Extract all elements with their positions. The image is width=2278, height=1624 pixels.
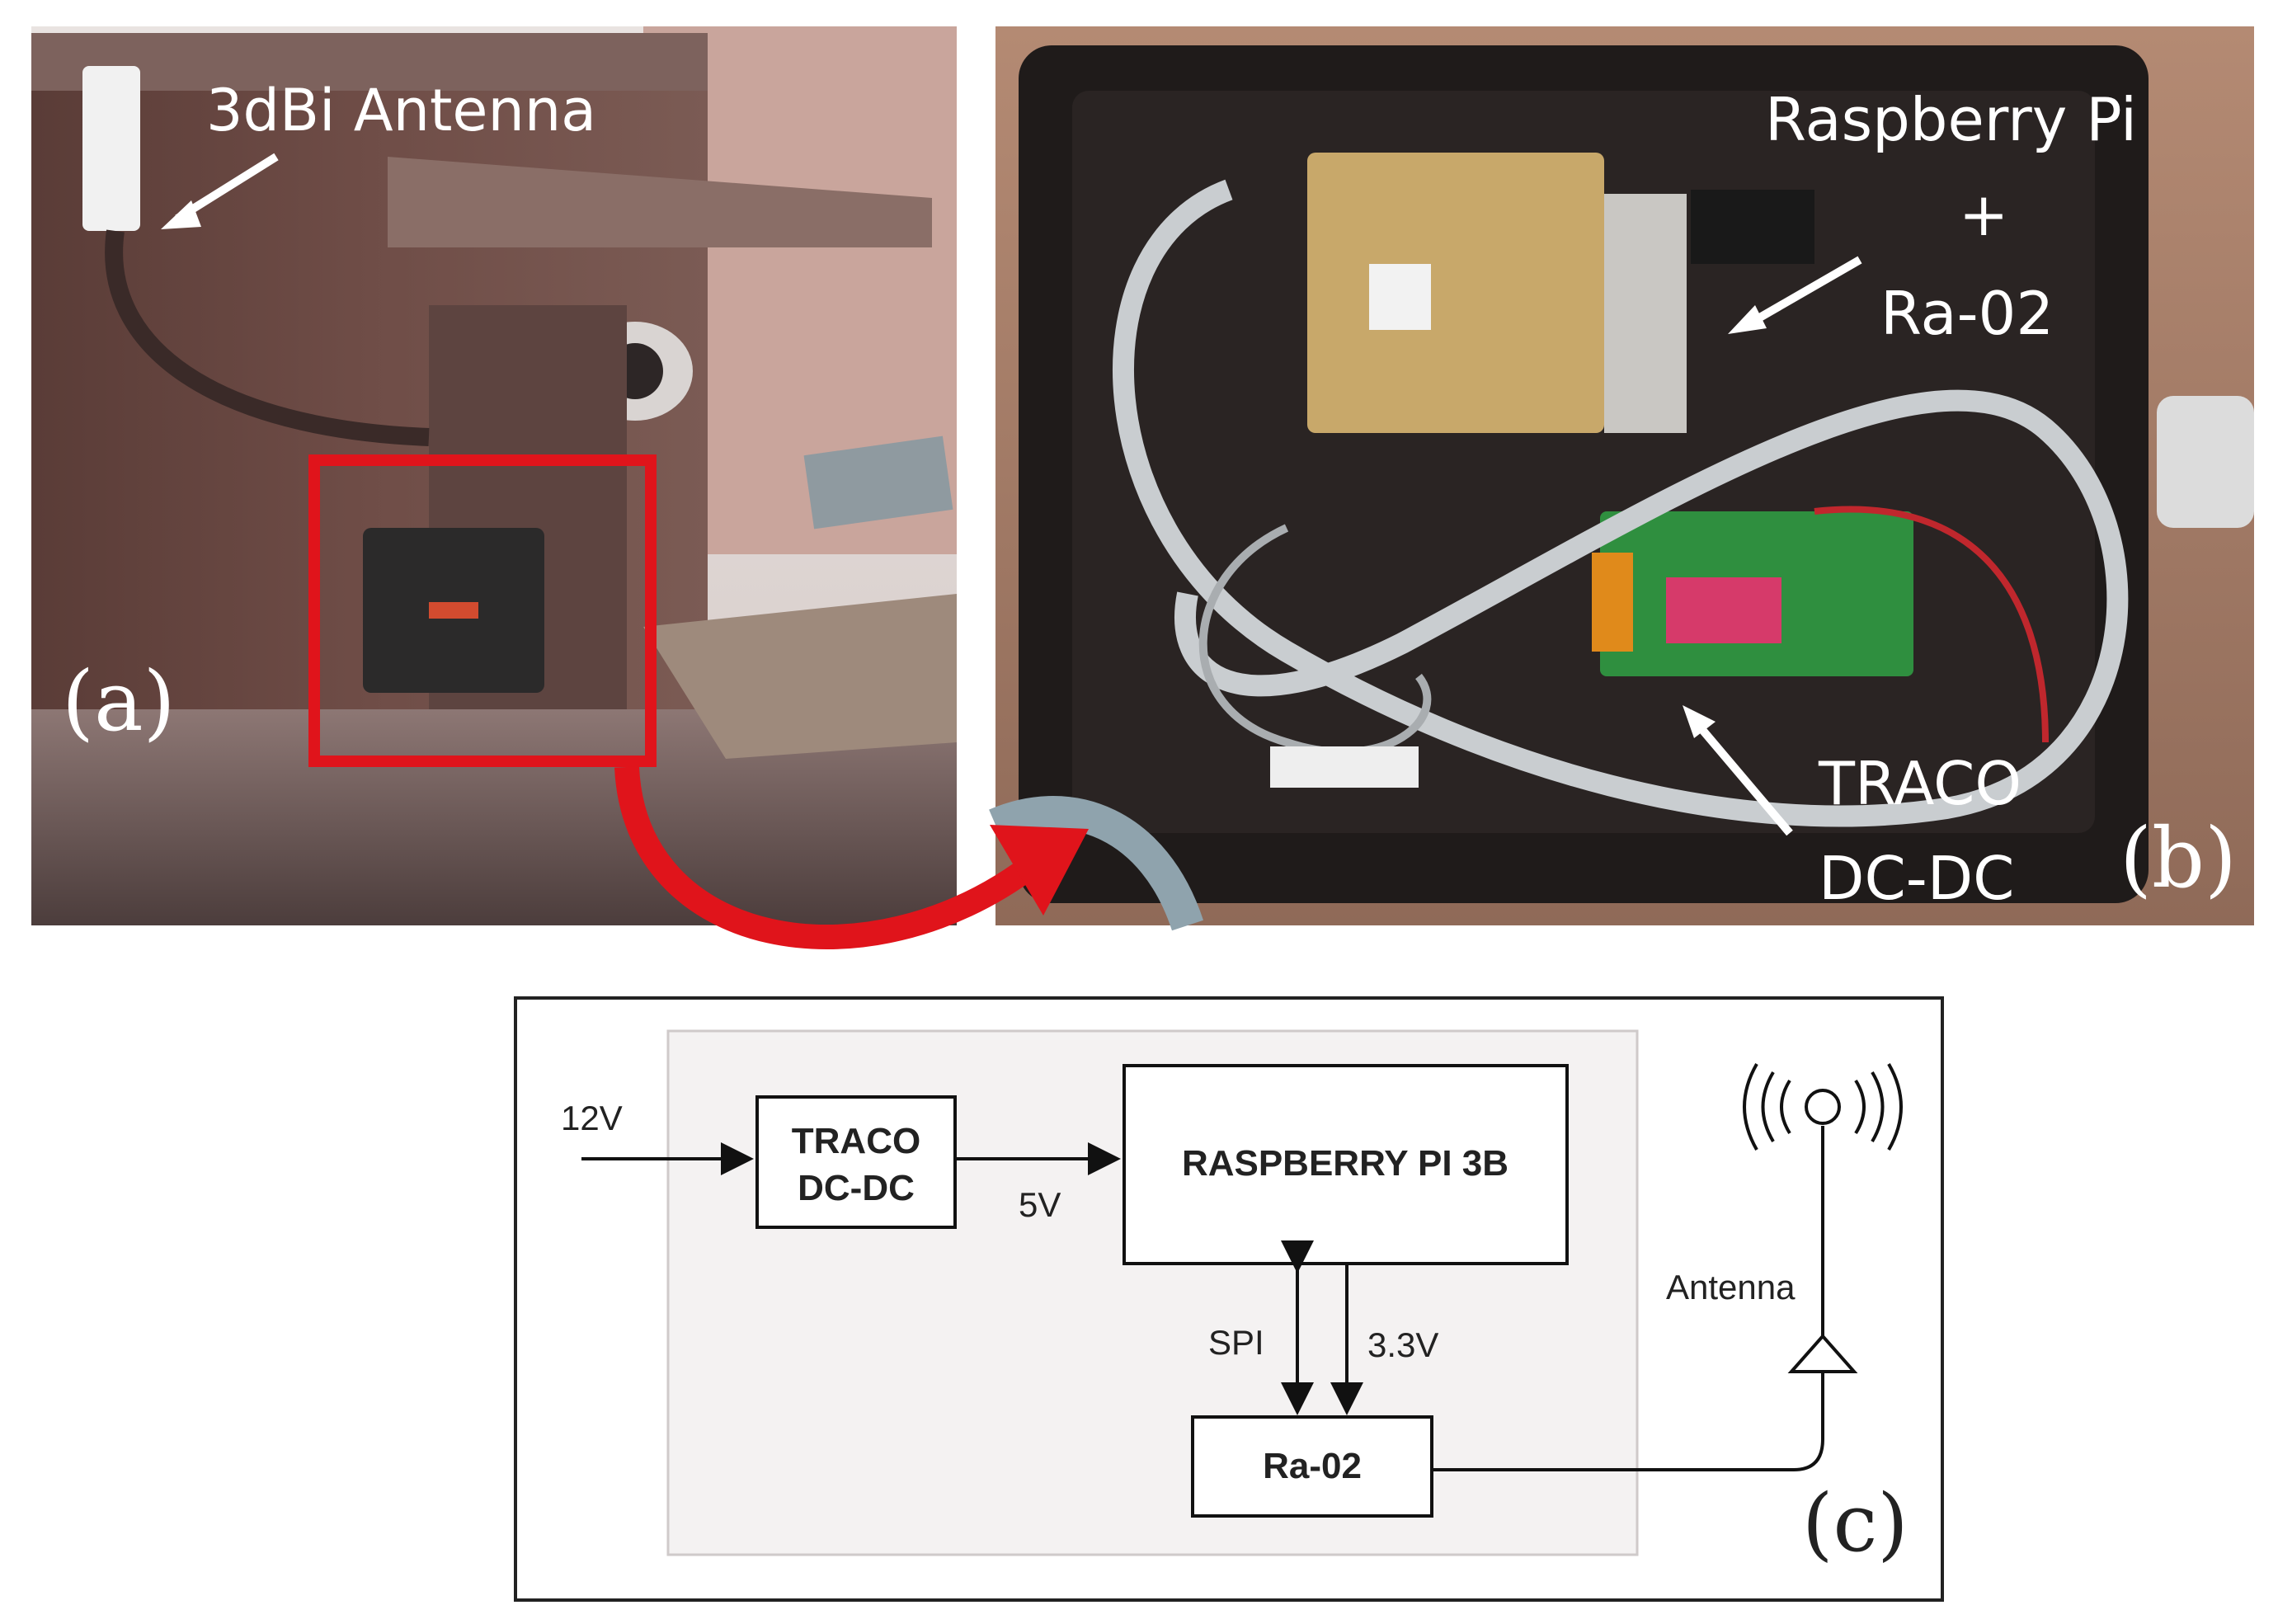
antenna-label: 3dBi Antenna — [206, 77, 596, 144]
ra02-block — [1191, 1415, 1433, 1518]
panel-letter-a: (a) — [62, 653, 176, 750]
rpi-label-line2: + — [1959, 180, 2008, 249]
traco-output-label: 5V — [1019, 1185, 1061, 1224]
panel-letter-b: (b) — [2120, 810, 2237, 906]
traco-label-line2: DC-DC — [1819, 844, 2014, 913]
pcb-board — [1307, 153, 1604, 433]
antenna-symbol — [1787, 1333, 1858, 1373]
conduit — [105, 229, 430, 446]
vent — [803, 435, 953, 530]
traco-pointer — [1696, 723, 1793, 836]
rpi-label-line1: Raspberry Pi — [1765, 85, 2137, 154]
panel-letter-c: (c) — [1802, 1477, 1909, 1570]
grey-cable — [1112, 179, 2129, 827]
antenna — [82, 66, 140, 231]
antenna-feed-line — [1432, 1373, 1824, 1471]
cable-tie-base — [1270, 746, 1419, 788]
ra02-block-label: Ra-02 — [1263, 1446, 1362, 1486]
zoom-arrow — [614, 766, 1089, 949]
antenna-icon — [1805, 1089, 1841, 1125]
raspberry-pi-block-label: RASPBERRY PI 3B — [1182, 1143, 1508, 1184]
rail-label: 3.3V — [1367, 1325, 1438, 1364]
traco-label-line1: TRACO — [1818, 749, 2021, 818]
traco-block — [755, 1095, 957, 1229]
block-diagram-panel-c: 12V TRACO DC-DC 5V RASPBERRY PI 3B SPI 3… — [514, 996, 1944, 1602]
photo-panel-a: 3dBi Antenna (a) — [31, 26, 957, 925]
photo-panel-b: Raspberry Pi + Ra-02 TRACO DC-DC (b) — [989, 26, 2254, 931]
gravel — [643, 594, 957, 759]
traco-block-line1: TRACO — [792, 1121, 920, 1161]
rtc-module — [1691, 190, 1814, 264]
spi-label: SPI — [1208, 1323, 1264, 1362]
input-voltage-label: 12V — [561, 1099, 623, 1137]
conduit-left — [989, 796, 1204, 931]
roof — [31, 709, 957, 925]
rpi-label-line3: Ra-02 — [1880, 279, 2054, 348]
cable-gland — [2157, 396, 2254, 528]
raspberry-pi-ports — [1604, 194, 1687, 433]
raspberry-pi-block — [1123, 1064, 1569, 1265]
traco-block-line2: DC-DC — [798, 1168, 915, 1208]
antenna-label-diagram: Antenna — [1666, 1268, 1796, 1306]
enclosure-highlight — [308, 454, 657, 767]
sun-shade — [388, 157, 932, 247]
rpi-pointer — [1750, 256, 1862, 326]
